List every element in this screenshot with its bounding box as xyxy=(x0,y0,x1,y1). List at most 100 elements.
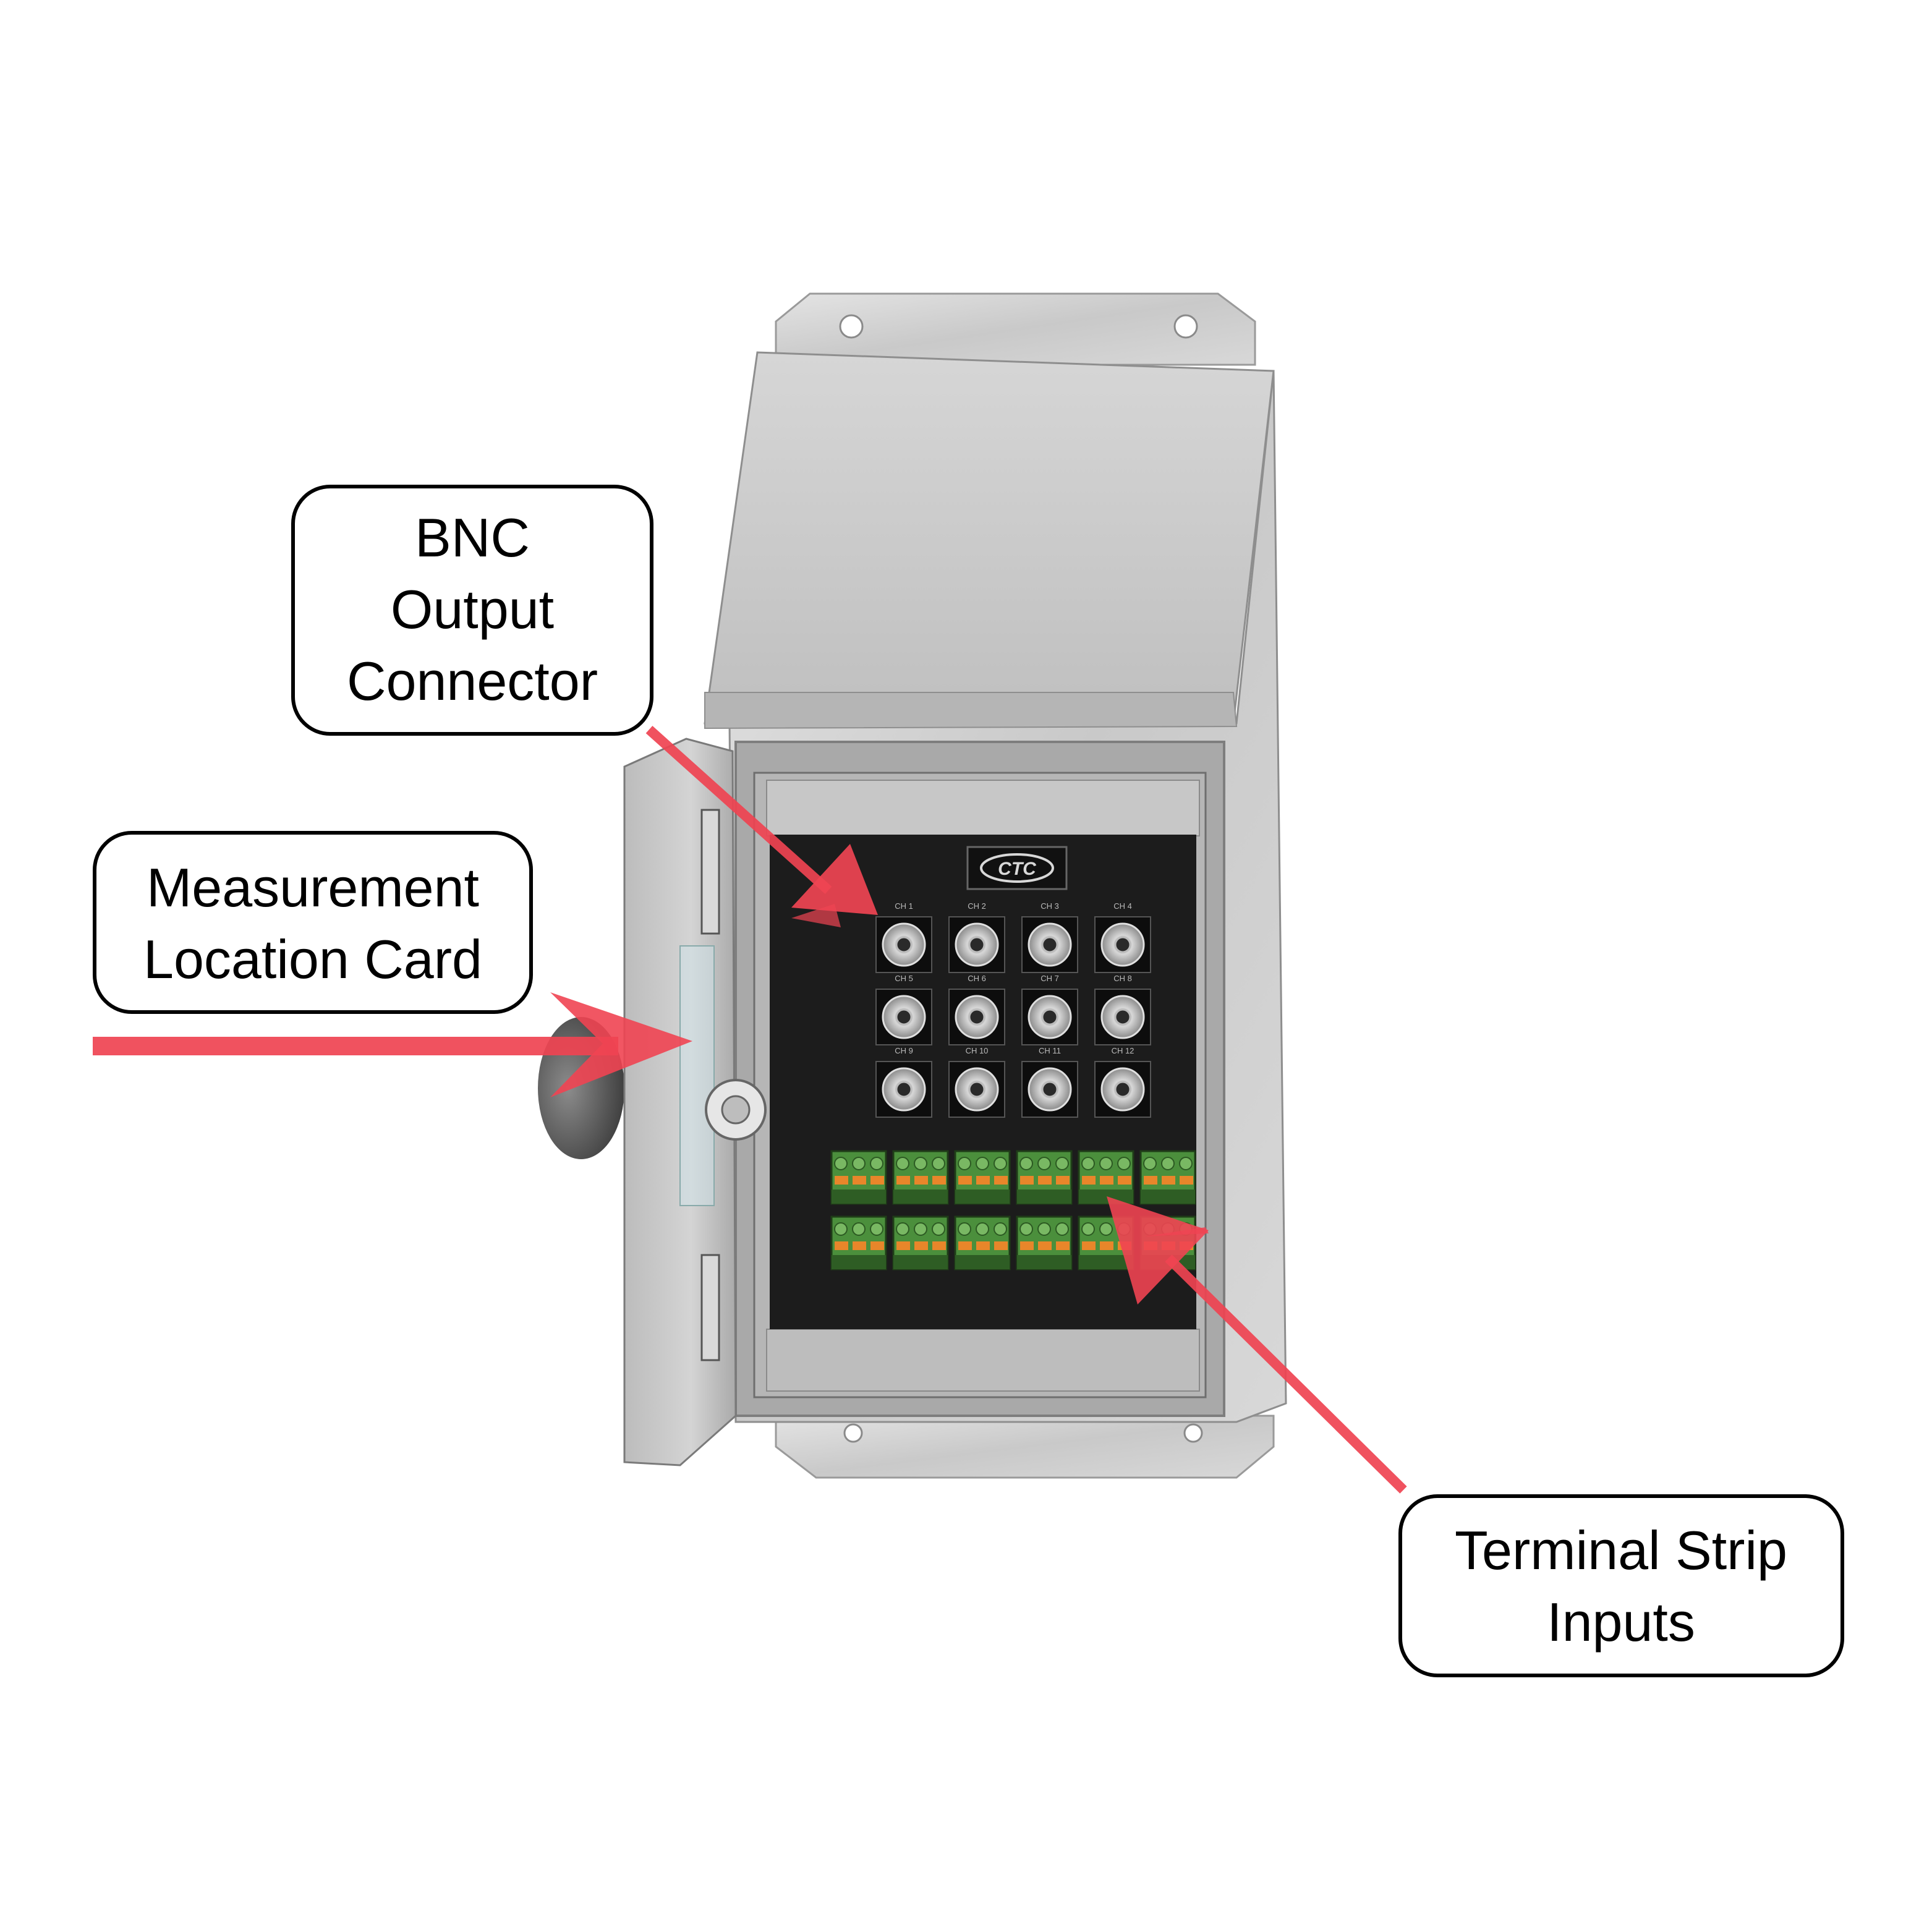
channel-label: CH 7 xyxy=(1040,974,1059,983)
terminal-screw xyxy=(1019,1157,1033,1170)
bnc-connector[interactable]: CH 4 xyxy=(1094,901,1151,973)
terminal-callout: Terminal Strip Inputs xyxy=(1398,1494,1844,1677)
terminal-lever xyxy=(896,1176,910,1185)
channel-label: CH 12 xyxy=(1112,1046,1134,1055)
mounting-hole xyxy=(839,314,864,339)
bnc-connector[interactable]: CH 6 xyxy=(948,974,1005,1045)
terminal-lever xyxy=(976,1176,990,1185)
terminal-block[interactable] xyxy=(830,1150,887,1205)
terminal-lever xyxy=(835,1241,848,1250)
terminal-block[interactable] xyxy=(954,1215,1011,1270)
callout-arrows xyxy=(93,726,1407,1494)
terminal-header xyxy=(955,1255,1010,1269)
measurement-callout-line: Measurement xyxy=(147,857,479,918)
terminal-header xyxy=(832,1255,886,1269)
bnc-connector[interactable]: CH 5 xyxy=(875,974,932,1045)
terminal-lever xyxy=(1118,1176,1131,1185)
interior-top-shelf xyxy=(766,780,1200,836)
bnc-connector[interactable]: CH 11 xyxy=(1021,1046,1078,1118)
bnc-pin xyxy=(968,1008,985,1026)
mounting-hole xyxy=(843,1423,863,1443)
channel-label: CH 1 xyxy=(895,901,913,911)
bnc-connector[interactable]: CH 10 xyxy=(948,1046,1005,1118)
terminal-header xyxy=(1017,1255,1071,1269)
terminal-screw xyxy=(1117,1157,1131,1170)
bnc-arrow-head xyxy=(791,844,878,915)
terminal-screw xyxy=(932,1222,945,1236)
interior-bottom-shelf xyxy=(766,1329,1200,1392)
channel-label: CH 8 xyxy=(1113,974,1132,983)
terminal-screw xyxy=(1037,1222,1051,1236)
terminal-header xyxy=(1079,1189,1133,1204)
terminal-header xyxy=(1141,1189,1195,1204)
channel-label: CH 10 xyxy=(966,1046,989,1055)
measurement-location-card xyxy=(679,945,715,1206)
logo-text: CTC xyxy=(998,859,1037,879)
terminal-block[interactable] xyxy=(1139,1150,1196,1205)
terminal-header xyxy=(955,1189,1010,1204)
terminal-screw xyxy=(1081,1157,1095,1170)
terminal-arrow-head xyxy=(1107,1196,1209,1304)
bottom-mounting-flange xyxy=(775,1415,1275,1479)
bnc-connector[interactable]: CH 12 xyxy=(1094,1046,1151,1118)
bnc-connector[interactable]: CH 9 xyxy=(875,1046,932,1118)
terminal-lever xyxy=(1100,1241,1113,1250)
terminal-screw xyxy=(994,1222,1007,1236)
channel-label: CH 3 xyxy=(1040,901,1059,911)
terminal-block[interactable] xyxy=(954,1150,1011,1205)
terminal-screw xyxy=(1179,1157,1193,1170)
bnc-callout-line: Connector xyxy=(347,650,598,712)
bnc-connector[interactable]: CH 3 xyxy=(1021,901,1078,973)
logo-plate: CTC xyxy=(966,846,1068,890)
terminal-lever xyxy=(853,1241,866,1250)
terminal-lever xyxy=(994,1176,1008,1185)
terminal-screw xyxy=(994,1157,1007,1170)
bnc-connector[interactable]: CH 8 xyxy=(1094,974,1151,1045)
terminal-lever xyxy=(1056,1176,1070,1185)
terminal-screw xyxy=(932,1157,945,1170)
terminal-header xyxy=(832,1189,886,1204)
door-hinge xyxy=(700,809,720,935)
bnc-pin xyxy=(895,1081,913,1098)
terminal-lever xyxy=(1144,1176,1157,1185)
terminal-screw xyxy=(896,1157,909,1170)
terminal-header xyxy=(1079,1255,1133,1269)
bnc-pin xyxy=(1041,936,1058,953)
terminal-block[interactable] xyxy=(830,1215,887,1270)
terminal-screw xyxy=(1055,1222,1069,1236)
bnc-callout-line: Output xyxy=(391,579,554,640)
terminal-screw xyxy=(1055,1157,1069,1170)
terminal-lever xyxy=(835,1176,848,1185)
bnc-connector[interactable]: CH 2 xyxy=(948,901,1005,973)
terminal-screw xyxy=(1019,1222,1033,1236)
terminal-screw xyxy=(1099,1157,1113,1170)
terminal-screw xyxy=(1143,1157,1157,1170)
bnc-connector[interactable]: CH 7 xyxy=(1021,974,1078,1045)
terminal-lever xyxy=(932,1176,946,1185)
mounting-hole xyxy=(1183,1423,1203,1443)
bnc-connector-grid: CH 1 CH 2 CH 3 CH 4 CH 5 CH 6 CH 7 CH 8 CH 9 CH 1… xyxy=(875,901,1151,1118)
bnc-pin xyxy=(1041,1008,1058,1026)
terminal-screw xyxy=(1037,1157,1051,1170)
terminal-lever xyxy=(853,1176,866,1185)
channel-label: CH 2 xyxy=(968,901,986,911)
terminal-lever xyxy=(932,1241,946,1250)
channel-label: CH 11 xyxy=(1039,1046,1061,1055)
bnc-arrow-tail xyxy=(791,904,841,927)
bnc-pin xyxy=(968,936,985,953)
terminal-block[interactable] xyxy=(1078,1150,1134,1205)
terminal-block[interactable] xyxy=(892,1150,949,1205)
terminal-lever xyxy=(1082,1176,1096,1185)
terminal-block[interactable] xyxy=(892,1215,949,1270)
terminal-block[interactable] xyxy=(1016,1150,1073,1205)
terminal-lever xyxy=(1162,1176,1175,1185)
rain-hood-lip xyxy=(704,692,1238,730)
bnc-callout-box xyxy=(291,485,653,736)
bnc-callout-line: BNC xyxy=(415,507,530,568)
terminal-screw xyxy=(852,1157,866,1170)
terminal-lever xyxy=(870,1176,884,1185)
terminal-block[interactable] xyxy=(1016,1215,1073,1270)
bnc-connector[interactable]: CH 1 xyxy=(875,901,932,973)
terminal-lever xyxy=(896,1241,910,1250)
bnc-pin xyxy=(895,1008,913,1026)
